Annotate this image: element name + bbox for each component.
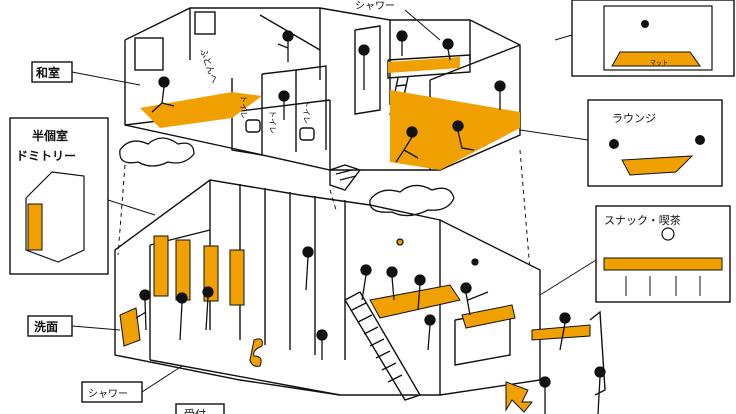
- callout-lounge: [519, 99, 723, 187]
- callout-futon-room: [554, 0, 735, 77]
- label-shower-top: シャワー: [355, 1, 395, 12]
- label-box-senmen: [27, 315, 121, 337]
- entrance-arrow: [505, 381, 534, 413]
- label-box-bottom-cut: [175, 403, 225, 414]
- label-semi-private: 半個室: [32, 128, 68, 143]
- lower-floor: [114, 179, 606, 401]
- label-box-shower-bottom: [81, 365, 183, 403]
- label-snack: スナック・喫茶: [604, 214, 681, 227]
- label-lounge: ラウンジ: [612, 112, 656, 125]
- upper-floor-clouds: [119, 137, 455, 217]
- upper-floor-people: [151, 30, 506, 163]
- lower-floor-fills: [119, 235, 591, 367]
- label-bottom-cut: 受付: [184, 408, 206, 414]
- label-washitsu: 和室: [35, 65, 60, 80]
- callout-dormitory: [9, 117, 156, 275]
- label-senmen: 洗面: [34, 319, 58, 334]
- upper-floor: [124, 7, 521, 191]
- label-shower-bottom: シャワー: [88, 389, 128, 400]
- label-box-washitsu: [31, 61, 141, 86]
- label-dormitory: ドミトリー: [16, 149, 76, 163]
- lower-floor-people: [135, 238, 606, 414]
- label-toilet-2: トイレ: [268, 110, 277, 134]
- label-futon: ふとんへ: [197, 47, 220, 85]
- label-mat: マット: [650, 60, 668, 67]
- label-toilet-1: トイレ: [239, 95, 248, 119]
- label-toilet-3: トイレ: [302, 100, 311, 124]
- callout-snack: [539, 205, 731, 303]
